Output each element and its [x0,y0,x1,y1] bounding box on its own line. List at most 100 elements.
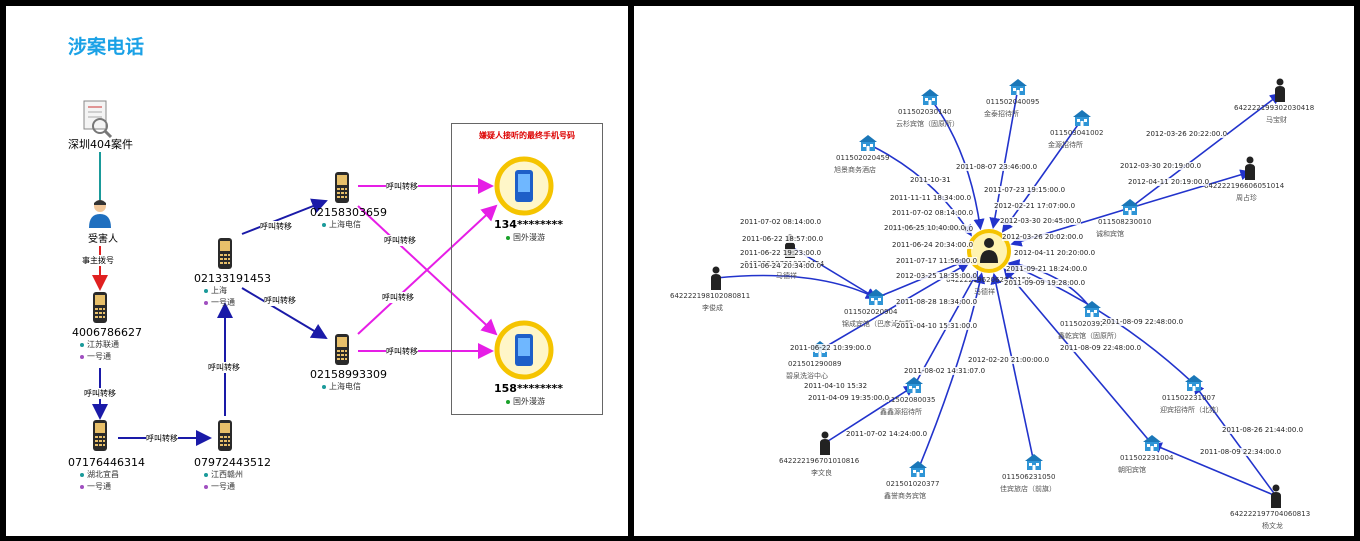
edge-timestamp: 2012-03-30 20:45:00.0 [1000,217,1082,225]
location-dot-icon [204,472,208,477]
hotel-node[interactable] [904,376,924,398]
hotel-node[interactable] [1008,78,1028,100]
hotel-icon [1025,454,1043,470]
person-id: 642222198102080811 [670,292,751,300]
hotel-icon [921,89,939,105]
person-icon [1245,156,1255,180]
hotel-node[interactable] [1184,374,1204,396]
hotel-name: 朝阳宾馆 [1118,466,1146,474]
edge-timestamp: 2012-03-26 20:22:00.0 [1146,130,1228,138]
hotel-node[interactable] [858,134,878,156]
edge-timestamp: 2012-02-20 21:00:00.0 [968,356,1050,364]
hotel-name: 云杉宾馆（固原所） [896,120,959,128]
person-id: 642222196701010816 [779,457,860,465]
node-location: 湖北宜昌 [80,469,119,480]
edge-timestamp: 2012-02-21 17:07:00.0 [994,202,1076,210]
location-dot-icon [322,222,326,227]
roaming-dot-icon [506,235,510,240]
hotel-icon [909,461,927,477]
person-name: 杨文龙 [1262,522,1283,530]
forward-edge-label: 呼叫转移 [84,388,116,399]
node-location: 江西赣州 [204,469,243,480]
call-chain-panel: 涉案电话 深圳404案件 受害人 事主拨号 4006786627 江苏联通 一号… [6,6,628,536]
forward-edge-label: 呼叫转移 [384,235,416,246]
hotel-icon [1121,199,1139,215]
phone-icon [217,420,233,456]
edge-timestamp: 2011-09-09 19:28:00.0 [1004,279,1086,287]
final-number: 134******** [494,218,563,231]
hotel-code: 011502020904 [844,308,898,316]
person-node[interactable] [710,266,722,294]
person-name: 周占珍 [1236,194,1257,202]
hotel-node[interactable] [1120,198,1140,220]
edge-hotel-person [1129,93,1282,209]
hotel-node[interactable] [1142,434,1162,456]
edge-timestamp: 2011-11-11 18:34:00.0 [890,194,972,202]
edge-hotel-center [917,272,986,471]
edge-timestamp: 2011-07-02 14:24:00.0 [846,430,928,438]
center-person-node[interactable] [966,228,1012,278]
forward-edge-label: 呼叫转移 [386,181,418,192]
edge-timestamp: 2011-06-24 20:34:00.0 [740,262,822,270]
caller-edge-label: 事主拨号 [82,255,114,266]
hotel-icon [1083,301,1101,317]
edge-timestamp: 2012-04-11 20:20:00.0 [1014,249,1096,257]
edge-timestamp: 2011-08-02 14:31:07.0 [904,367,986,375]
hotel-icon [1143,435,1161,451]
location-dot-icon [80,342,84,347]
hotel-code: 011508230010 [1098,218,1152,226]
hotel-node[interactable] [1072,109,1092,131]
hotel-code: 011503041002 [1050,129,1104,137]
edge-hotel-person [1129,169,1252,209]
lodging-network-panel: 642222196206261015X 马德祥 6422221993020304… [634,6,1354,536]
hotel-name: 迎宾招待所（北苑） [1160,406,1223,414]
carrier-dot-icon [204,484,208,489]
location-dot-icon [322,384,326,389]
location-dot-icon [204,288,208,293]
edge-hotel-center [1007,262,1195,385]
hotel-node[interactable] [908,460,928,482]
edge-timestamp: 2011-07-17 11:56:00.0 [896,257,978,265]
edge-timestamp: 2011-04-10 15:32 [804,382,868,390]
edge-hotel-center [1001,118,1083,233]
person-node[interactable] [1244,156,1256,184]
edge-timestamp: 2011-08-26 21:44:00.0 [1222,426,1304,434]
person-id: 642222199302030418 [1234,104,1315,112]
edge-timestamp: 2011-06-22 19:23:00.0 [740,249,822,257]
edge-timestamp: 2011-09-21 18:24:00.0 [1006,265,1088,273]
hotel-name: 金源招待所 [1048,141,1083,149]
hotel-icon [1185,375,1203,391]
edge-timestamp: 2011-04-09 19:35:00.0 [808,394,890,402]
node-location: 上海电信 [322,219,361,230]
edge-timestamp: 2012-03-26 20:02:00.0 [1002,233,1084,241]
mobile-phone-icon [494,156,554,220]
person-node[interactable] [1274,78,1286,106]
carrier-dot-icon [80,484,84,489]
box-title: 嫌疑人接听的最终手机号码 [479,131,575,140]
hotel-node[interactable] [1082,300,1102,322]
edge-timestamp: 2011-06-25 10:40:00.0 [884,224,966,232]
case-file-icon [82,100,114,142]
node-carrier: 一号通 [80,481,111,492]
person-node[interactable] [819,431,831,459]
case-label: 深圳404案件 [68,138,133,151]
person-node[interactable] [1270,484,1282,512]
hotel-node[interactable] [1024,453,1044,475]
node-location: 国外漫游 [506,232,545,243]
edge-timestamp: 2011-07-02 08:14:00.0 [892,209,974,217]
node-location: 上海 [204,285,227,296]
hotel-name: 鑫乾宾馆（固原所） [1058,332,1121,340]
page-title: 涉案电话 [68,36,145,58]
carrier-dot-icon [80,354,84,359]
hotel-node[interactable] [920,88,940,110]
carrier-dot-icon [204,300,208,305]
hotel-node[interactable] [866,288,886,310]
hotel-code: 011506231050 [1002,473,1056,481]
hotel-name: 金泰招待所 [984,110,1019,118]
forward-edge-label: 呼叫转移 [208,362,240,373]
edge-timestamp: 2011-04-10 15:31:00.0 [896,322,978,330]
phone-icon [92,292,108,328]
person-icon [1275,78,1285,102]
person-name: 李文良 [811,469,832,477]
hotel-code: 011502040095 [986,98,1040,106]
